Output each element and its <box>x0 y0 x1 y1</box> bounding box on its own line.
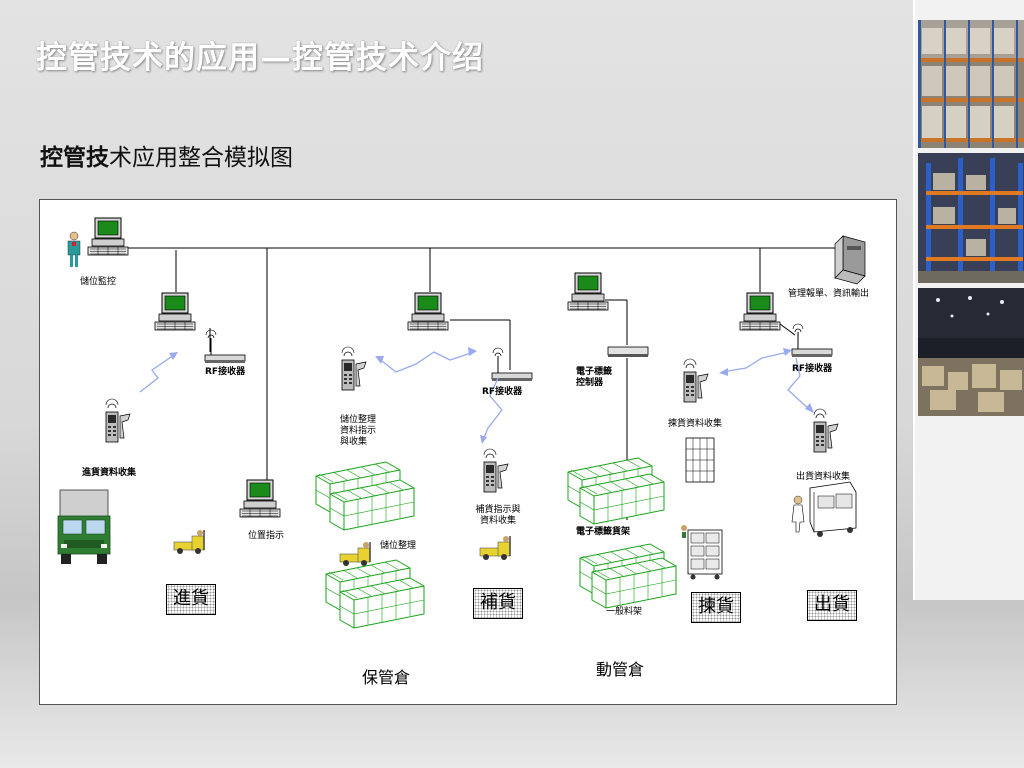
shipping-cart-icon <box>791 481 857 537</box>
storage-rack-2 <box>325 559 425 629</box>
server-printer-icon <box>834 235 866 285</box>
storage-rack-1 <box>315 461 415 531</box>
label-storage-monitor: 儲位監控 <box>80 277 117 287</box>
warehouse-interior-photo <box>918 288 1024 416</box>
pc-tag-icon <box>567 272 609 311</box>
diagram-subtitle: 控管技术应用整合模拟图 <box>40 138 293 172</box>
photo-strip <box>913 0 1024 600</box>
truck-icon <box>57 489 111 564</box>
label-management-report-output: 管理報單、資訊輸出 <box>788 289 870 299</box>
label-picking-data-collection: 揀貨資料收集 <box>668 419 723 429</box>
pc-location-icon <box>239 479 281 518</box>
handheld-storage-icon <box>341 346 367 391</box>
rf-receiver-1-icon <box>204 329 246 364</box>
label-rf-receiver-3: RF接收器 <box>792 364 833 374</box>
label-shipping-data-collection: 出貨資料收集 <box>796 472 851 482</box>
stage-receiving: 進貨 <box>166 584 216 615</box>
handheld-picking-icon <box>683 358 709 403</box>
handheld-replenish-icon <box>483 448 509 493</box>
label-rf-receiver-2: RF接收器 <box>482 387 523 397</box>
pc-receiving-icon <box>154 292 196 331</box>
subtitle-rest: 术应用整合模拟图 <box>109 145 293 171</box>
general-shelf-rack <box>579 543 677 609</box>
label-replenish-collect: 補貨指示與資料收集 <box>475 505 521 526</box>
tag-shelf-rack <box>567 457 665 525</box>
electronic-tag-controller-icon <box>607 346 649 357</box>
forklift-replenish-icon <box>479 535 511 561</box>
handheld-shipping-icon <box>813 408 839 453</box>
label-rf-receiver-1: RF接收器 <box>205 367 246 377</box>
stage-picking: 揀貨 <box>691 592 741 623</box>
label-general-shelf: 一般料架 <box>606 607 643 617</box>
label-storage-arrange-collect: 儲位整理資料指示與收集 <box>340 415 377 447</box>
operator-person-icon <box>67 231 81 267</box>
label-location-display: 位置指示 <box>248 531 285 541</box>
forklift-storage-icon <box>339 541 371 567</box>
pc-picking-icon <box>739 292 781 331</box>
slide-title: 控管技术的应用—控管技术介绍 <box>36 40 484 76</box>
rf-receiver-3-icon <box>791 323 833 358</box>
integration-diagram: 儲位監控 RF接收器 進貨資料收集 位置指示 儲位整理資料指示與收集 RF接收器… <box>39 199 897 705</box>
warehouse-shelves-photo <box>918 20 1024 148</box>
zone-storage-warehouse: 保管倉 <box>362 668 411 687</box>
subtitle-bold: 控管技 <box>40 145 109 171</box>
picking-cabinet-icon <box>685 437 715 483</box>
pc-storage-icon <box>407 292 449 331</box>
handheld-receiving-icon <box>105 398 131 443</box>
stage-shipping: 出貨 <box>807 590 857 621</box>
monitor-pc-icon <box>87 217 129 256</box>
label-storage-arrange: 儲位整理 <box>380 541 417 551</box>
rack-system-photo <box>918 153 1024 283</box>
rf-receiver-2-icon <box>491 347 533 382</box>
stage-replenish: 補貨 <box>473 588 523 619</box>
rf-arrow-heads <box>169 347 814 444</box>
network-lines <box>115 247 845 520</box>
forklift-receiving-icon <box>173 529 205 555</box>
zone-active-warehouse: 動管倉 <box>596 660 645 679</box>
picking-cart-icon <box>681 525 723 580</box>
rf-signal-arrows <box>139 351 811 441</box>
label-electronic-tag-controller: 電子標籤控制器 <box>576 367 613 388</box>
label-receiving-data-collection: 進貨資料收集 <box>82 468 137 478</box>
label-electronic-tag-shelf: 電子標籤貨架 <box>576 527 631 537</box>
